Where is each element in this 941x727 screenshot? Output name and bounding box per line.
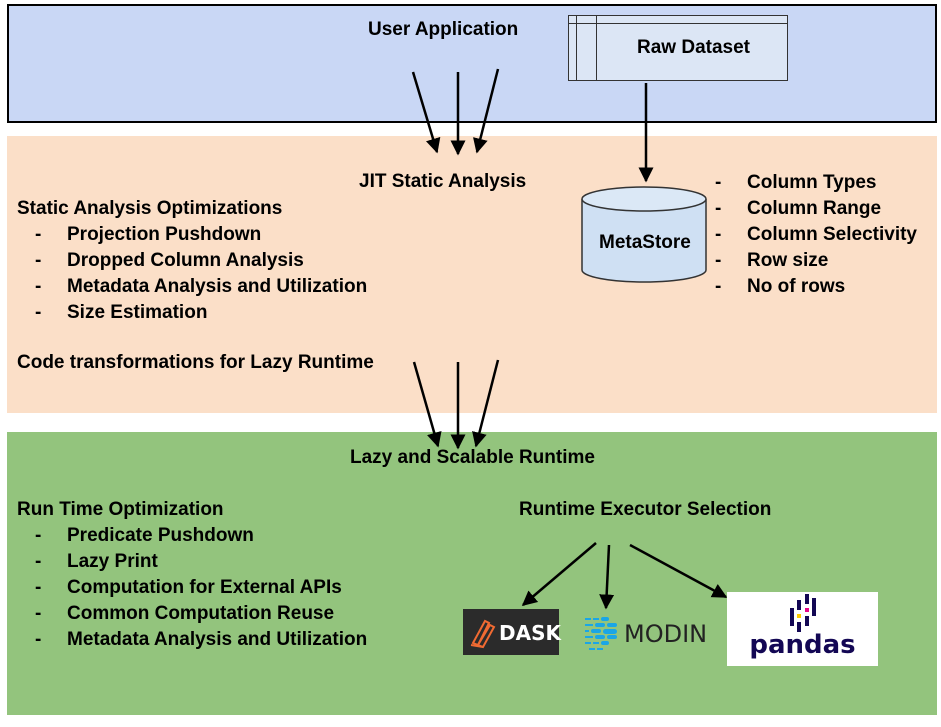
metastore-label: MetaStore	[599, 232, 691, 253]
modin-wordmark: MODIN	[624, 620, 708, 648]
metastore-item: -Column Types	[715, 172, 877, 193]
metastore-item: -Row size	[715, 250, 829, 271]
modin-logo: MODIN	[583, 614, 708, 654]
arrow-to-pandas	[629, 543, 728, 599]
arrow-to-modin	[599, 544, 615, 610]
pandas-wordmark: pandas	[749, 630, 856, 660]
dask-icon	[470, 619, 496, 649]
runtime-band	[7, 432, 937, 715]
dask-wordmark: DASK	[499, 621, 561, 645]
static-item: -Metadata Analysis and Utilization	[35, 276, 368, 297]
arrow-code-to-runtime-right	[472, 359, 500, 448]
arrow-to-dask	[521, 542, 597, 606]
static-optimizations-heading: Static Analysis Optimizations	[17, 198, 283, 219]
static-item: -Projection Pushdown	[35, 224, 262, 245]
metastore-item: -No of rows	[715, 276, 846, 297]
pandas-logo: pandas	[727, 592, 878, 666]
metastore-item: -Column Selectivity	[715, 224, 917, 245]
lazy-runtime-label: Lazy and Scalable Runtime	[350, 447, 595, 468]
runtime-item: -Computation for External APIs	[35, 577, 342, 598]
raw-dataset-box: Raw Dataset	[568, 15, 788, 81]
runtime-item: -Lazy Print	[35, 551, 158, 572]
code-transformations-label: Code transformations for Lazy Runtime	[17, 352, 374, 373]
runtime-item: -Predicate Pushdown	[35, 525, 254, 546]
static-item: -Dropped Column Analysis	[35, 250, 304, 271]
static-item: -Size Estimation	[35, 302, 208, 323]
modin-icon	[585, 617, 617, 650]
arrow-code-to-runtime-left	[412, 361, 442, 448]
arrow-app-to-jit-left	[411, 71, 441, 154]
dask-logo: DASK	[463, 609, 561, 655]
metastore-cylinder	[581, 186, 707, 283]
arrow-app-to-jit-right	[473, 68, 500, 154]
user-application-label: User Application	[368, 19, 519, 40]
runtime-item: -Common Computation Reuse	[35, 603, 335, 624]
runtime-item: -Metadata Analysis and Utilization	[35, 629, 368, 650]
metastore-item: -Column Range	[715, 198, 882, 219]
jit-static-analysis-label: JIT Static Analysis	[359, 171, 527, 192]
executor-selection-label: Runtime Executor Selection	[519, 499, 772, 520]
static-analysis-band	[7, 136, 937, 413]
runtime-optimization-heading: Run Time Optimization	[17, 499, 224, 520]
raw-dataset-label: Raw Dataset	[637, 37, 750, 58]
pandas-icon	[790, 594, 816, 632]
